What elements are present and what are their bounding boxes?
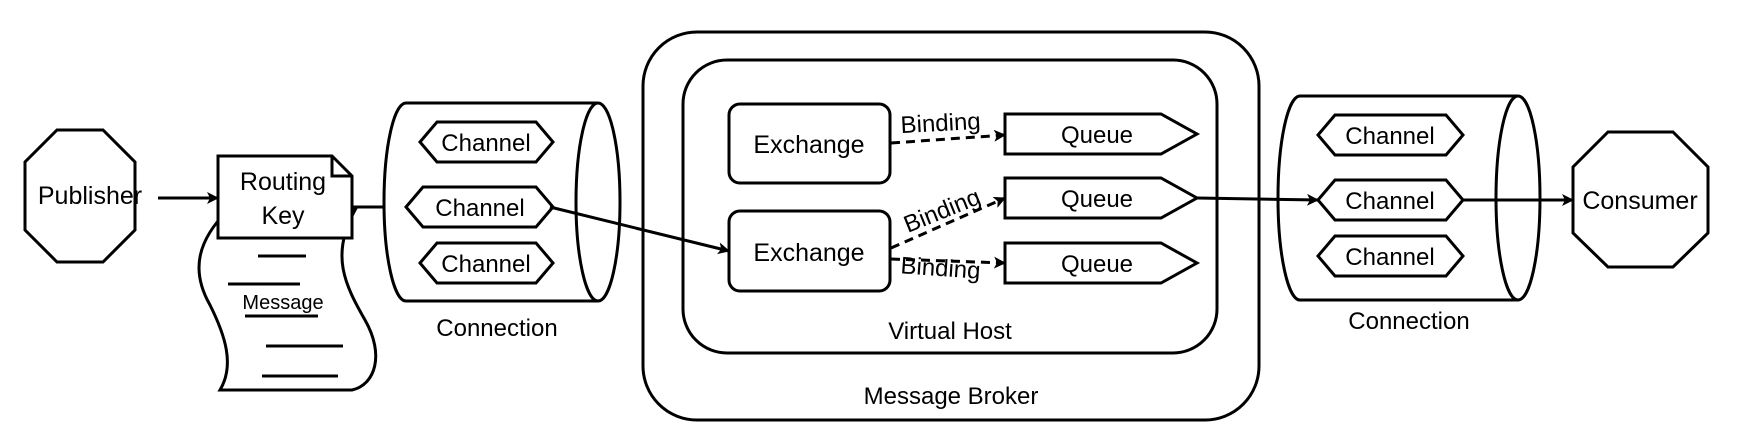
exchange-1-label: Exchange — [753, 131, 864, 159]
connection-left-label: Connection — [436, 315, 557, 342]
queue-to-channel-arrow — [1196, 193, 1319, 206]
queue-2: Queue — [1003, 176, 1201, 220]
message-broker-label: Message Broker — [864, 383, 1039, 410]
routing-key-label-line2: Key — [261, 202, 305, 230]
channel-left-2-label: Channel — [435, 195, 524, 222]
connection-right-label: Connection — [1348, 308, 1469, 335]
binding-3: Binding — [890, 252, 1006, 285]
routing-key-label-line1: Routing — [240, 168, 326, 196]
channel-left-3-label: Channel — [441, 251, 530, 278]
connection-right: Channel Channel Channel Connection — [1276, 94, 1542, 335]
exchange-1: Exchange — [727, 102, 892, 185]
channel-left-1 — [418, 120, 555, 164]
message-node: Message — [197, 208, 378, 392]
publisher-node: Publisher — [23, 128, 142, 264]
channel-right-3-label: Channel — [1345, 244, 1434, 271]
binding-3-label: Binding — [900, 252, 982, 285]
connection-left: Channel Channel Channel Connection — [382, 101, 622, 342]
message-label: Message — [242, 292, 323, 314]
exchange-2: Exchange — [727, 209, 892, 293]
virtual-host-label: Virtual Host — [888, 318, 1012, 345]
consumer-node: Consumer — [1571, 130, 1710, 269]
channel-right-3 — [1316, 234, 1465, 278]
publisher-label: Publisher — [38, 182, 142, 210]
channel-right-1-label: Channel — [1345, 123, 1434, 150]
queue-3: Queue — [1003, 241, 1201, 285]
queue-1: Queue — [1003, 112, 1201, 156]
binding-1-label: Binding — [900, 108, 981, 139]
routing-key-node: Routing Key — [216, 154, 354, 240]
channel-to-exchange-arrow — [549, 205, 730, 255]
exchange-2-label: Exchange — [753, 239, 864, 267]
binding-1: Binding — [890, 108, 1006, 145]
consumer-label: Consumer — [1582, 187, 1697, 215]
queue-3-label: Queue — [1061, 251, 1133, 278]
channel-right-1 — [1316, 113, 1465, 157]
channel-left-3 — [418, 241, 555, 285]
channel-right-2-label: Channel — [1345, 188, 1434, 215]
channel-left-1-label: Channel — [441, 130, 530, 157]
queue-2-label: Queue — [1061, 186, 1133, 213]
queue-1-label: Queue — [1061, 122, 1133, 149]
